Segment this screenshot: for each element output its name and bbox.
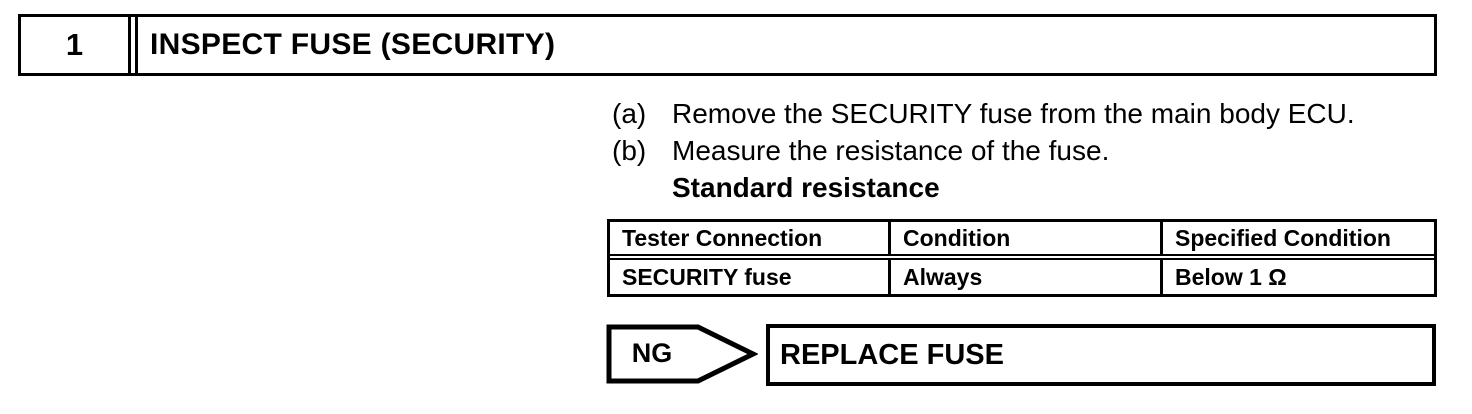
- instruction-item: (a) Remove the SECURITY fuse from the ma…: [612, 95, 1442, 132]
- spec-table-data-row: SECURITY fuse Always Below 1 Ω: [610, 258, 1434, 294]
- instruction-item: (b) Measure the resistance of the fuse.: [612, 132, 1442, 169]
- ng-arrow-icon: [606, 324, 758, 384]
- step-header: 1 INSPECT FUSE (SECURITY): [18, 14, 1437, 76]
- ng-branch: NG: [606, 324, 758, 384]
- instruction-label: (a): [612, 98, 647, 129]
- instruction-list: (a) Remove the SECURITY fuse from the ma…: [612, 95, 1442, 206]
- column-header-specified-condition: Specified Condition: [1175, 224, 1391, 251]
- cell-specified-condition: Below 1 Ω: [1175, 263, 1287, 290]
- action-box: REPLACE FUSE: [766, 324, 1436, 386]
- ng-label: NG: [631, 337, 673, 368]
- cell-tester-connection: SECURITY fuse: [610, 260, 891, 294]
- step-number-cell: 1: [21, 17, 131, 73]
- column-header-tester-connection: Tester Connection: [610, 222, 891, 254]
- spec-table: Tester Connection Condition Specified Co…: [607, 219, 1437, 297]
- spec-heading: Standard resistance: [672, 172, 940, 203]
- column-header-condition: Condition: [891, 222, 1163, 254]
- instruction-text: Remove the SECURITY fuse from the main b…: [672, 98, 1355, 129]
- cell-condition: Always: [891, 260, 1163, 294]
- step-number: 1: [65, 27, 84, 62]
- instruction-text: Measure the resistance of the fuse.: [672, 135, 1110, 166]
- spec-table-header-row: Tester Connection Condition Specified Co…: [610, 222, 1434, 256]
- instruction-label: (b): [612, 135, 647, 166]
- action-label: REPLACE FUSE: [780, 338, 1004, 371]
- step-title: INSPECT FUSE (SECURITY): [150, 28, 556, 61]
- table-double-rule-gap: [610, 256, 1434, 258]
- step-title-cell: INSPECT FUSE (SECURITY): [135, 17, 1434, 73]
